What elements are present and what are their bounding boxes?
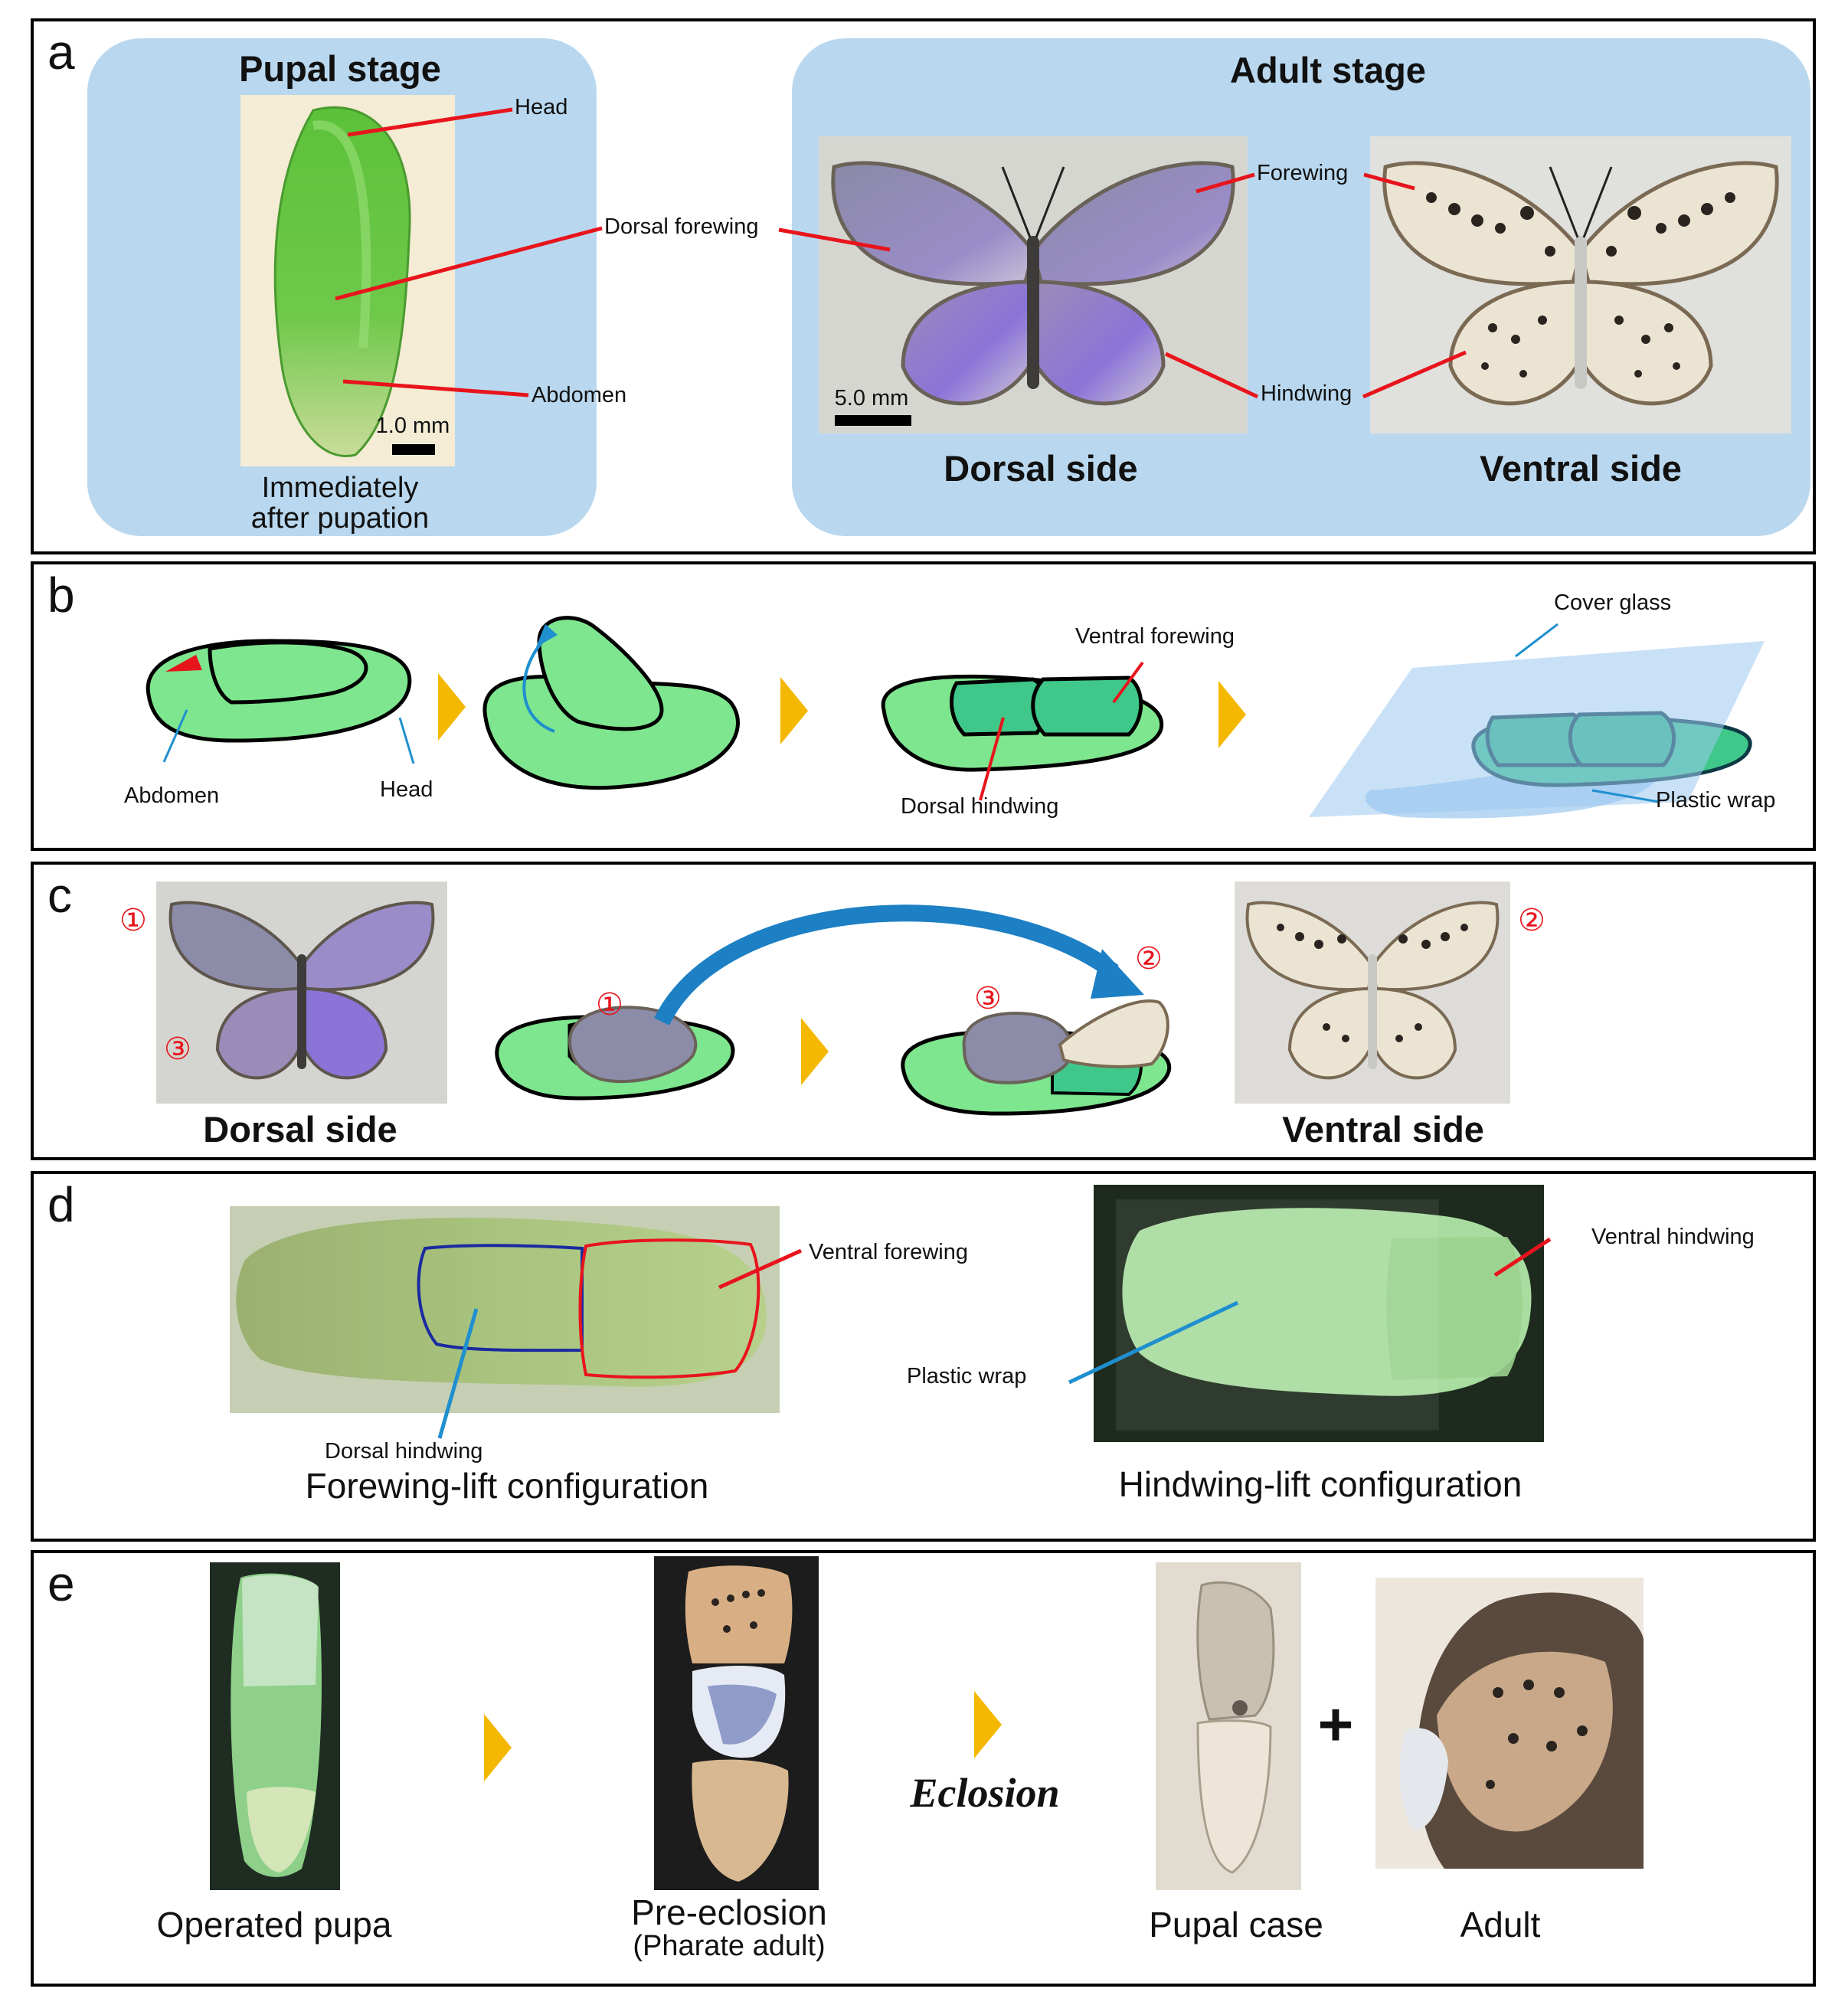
label-hindwing: Hindwing (1261, 381, 1352, 406)
pupa-scale-label: 1.0 mm (375, 414, 450, 438)
hindwing-lift-photo (1094, 1185, 1544, 1442)
plus-sign: + (1317, 1690, 1354, 1758)
d-label-ventral-hindwing: Ventral hindwing (1591, 1225, 1755, 1249)
dorsal-butterfly-photo (819, 136, 1248, 433)
pupal-case-photo (1156, 1562, 1301, 1890)
b-label-plastic-wrap: Plastic wrap (1656, 788, 1776, 813)
adult-scale-bar (835, 415, 911, 426)
panel-a: a Pupal stage 1.0 mm Immediately after p… (31, 18, 1816, 554)
c-ventral-caption: Ventral side (1282, 1109, 1484, 1150)
panel-label-b: b (47, 567, 75, 623)
e-step-arrow-2 (974, 1691, 1002, 1758)
step-arrow-3 (1218, 681, 1246, 748)
d-label-plastic-wrap: Plastic wrap (907, 1364, 1027, 1388)
panel-label-c: c (47, 868, 72, 923)
adult-caption: Adult (1460, 1905, 1541, 1944)
panel-c-diagram (495, 904, 1172, 1116)
c-marker-three-photo: ③ (164, 1032, 191, 1066)
c-marker-three-diagram: ③ (974, 982, 1002, 1016)
dorsal-side-caption: Dorsal side (944, 448, 1138, 489)
c-dorsal-photo (156, 881, 447, 1104)
eclosion-label: Eclosion (910, 1770, 1060, 1816)
c-ventral-photo (1235, 881, 1510, 1104)
step4-cover-glass (1309, 623, 1765, 819)
adult-scale-label: 5.0 mm (834, 386, 909, 410)
d-label-ventral-forewing: Ventral forewing (809, 1240, 968, 1264)
step-arrow-2 (780, 677, 808, 744)
d-label-dorsal-hindwing: Dorsal hindwing (325, 1439, 483, 1464)
c-marker-one-diagram: ① (596, 988, 623, 1022)
step3-wings-exposed (881, 661, 1164, 801)
c-marker-one-photo: ① (119, 904, 147, 937)
panel-label-a: a (47, 25, 75, 80)
pharate-adult-caption: (Pharate adult) (633, 1930, 826, 1962)
ventral-butterfly-photo (1370, 136, 1791, 433)
e-step-arrow-1 (484, 1714, 512, 1781)
adult-photo (1375, 1578, 1644, 1869)
panel-label-e: e (47, 1556, 75, 1611)
pupa-photo (240, 95, 455, 466)
panel-b: b (31, 561, 1816, 851)
c-marker-two-photo: ② (1518, 904, 1545, 937)
panel-label-d: d (47, 1177, 75, 1232)
ventral-side-caption: Ventral side (1480, 448, 1682, 489)
step1-pupa (146, 639, 415, 764)
label-abdomen: Abdomen (532, 383, 627, 407)
c-step-arrow (801, 1018, 829, 1085)
operated-pupa-caption: Operated pupa (156, 1905, 392, 1944)
label-dorsal-forewing: Dorsal forewing (604, 214, 759, 239)
adult-stage-title: Adult stage (1230, 50, 1426, 90)
b-label-dorsal-hindwing: Dorsal hindwing (901, 794, 1059, 819)
ventral-butterfly-drawing (1382, 161, 1779, 406)
label-head: Head (515, 95, 568, 119)
b-label-cover-glass: Cover glass (1554, 590, 1672, 615)
panel-c: c ① ③ Dorsal side ① ③ ② (31, 862, 1816, 1160)
pre-eclosion-photo (654, 1556, 819, 1890)
operated-pupa-photo (210, 1562, 340, 1890)
step2-pupa-lifted (482, 616, 740, 790)
pupa-scale-bar (392, 444, 435, 455)
hindwing-lift-caption: Hindwing-lift configuration (1118, 1464, 1523, 1504)
label-forewing: Forewing (1257, 161, 1349, 185)
panel-b-diagram (146, 616, 1765, 819)
panel-d: d Ventral forewing Dorsal hindwing Ventr… (31, 1171, 1816, 1542)
pre-eclosion-caption: Pre-eclosion (631, 1892, 827, 1932)
dorsal-butterfly-drawing (831, 161, 1235, 406)
pupal-case-caption: Pupal case (1149, 1905, 1323, 1944)
forewing-lift-caption: Forewing-lift configuration (305, 1466, 709, 1506)
c-marker-two-diagram: ② (1135, 942, 1163, 976)
step-arrow-1 (438, 673, 466, 741)
c-dorsal-caption: Dorsal side (203, 1109, 397, 1150)
b-label-ventral-forewing: Ventral forewing (1075, 624, 1235, 649)
b-label-head: Head (380, 777, 433, 802)
b-label-abdomen: Abdomen (124, 783, 220, 808)
forewing-lift-photo (230, 1206, 780, 1413)
panel-a-pointer-lines (335, 107, 1467, 399)
panel-e: e Eclosion + (31, 1550, 1816, 1987)
pupal-stage-title: Pupal stage (239, 48, 441, 89)
pupal-caption-line2: after pupation (250, 502, 430, 535)
pupal-caption-line1: Immediately (261, 472, 419, 504)
panel-d-pointer-lines (437, 1237, 1552, 1439)
